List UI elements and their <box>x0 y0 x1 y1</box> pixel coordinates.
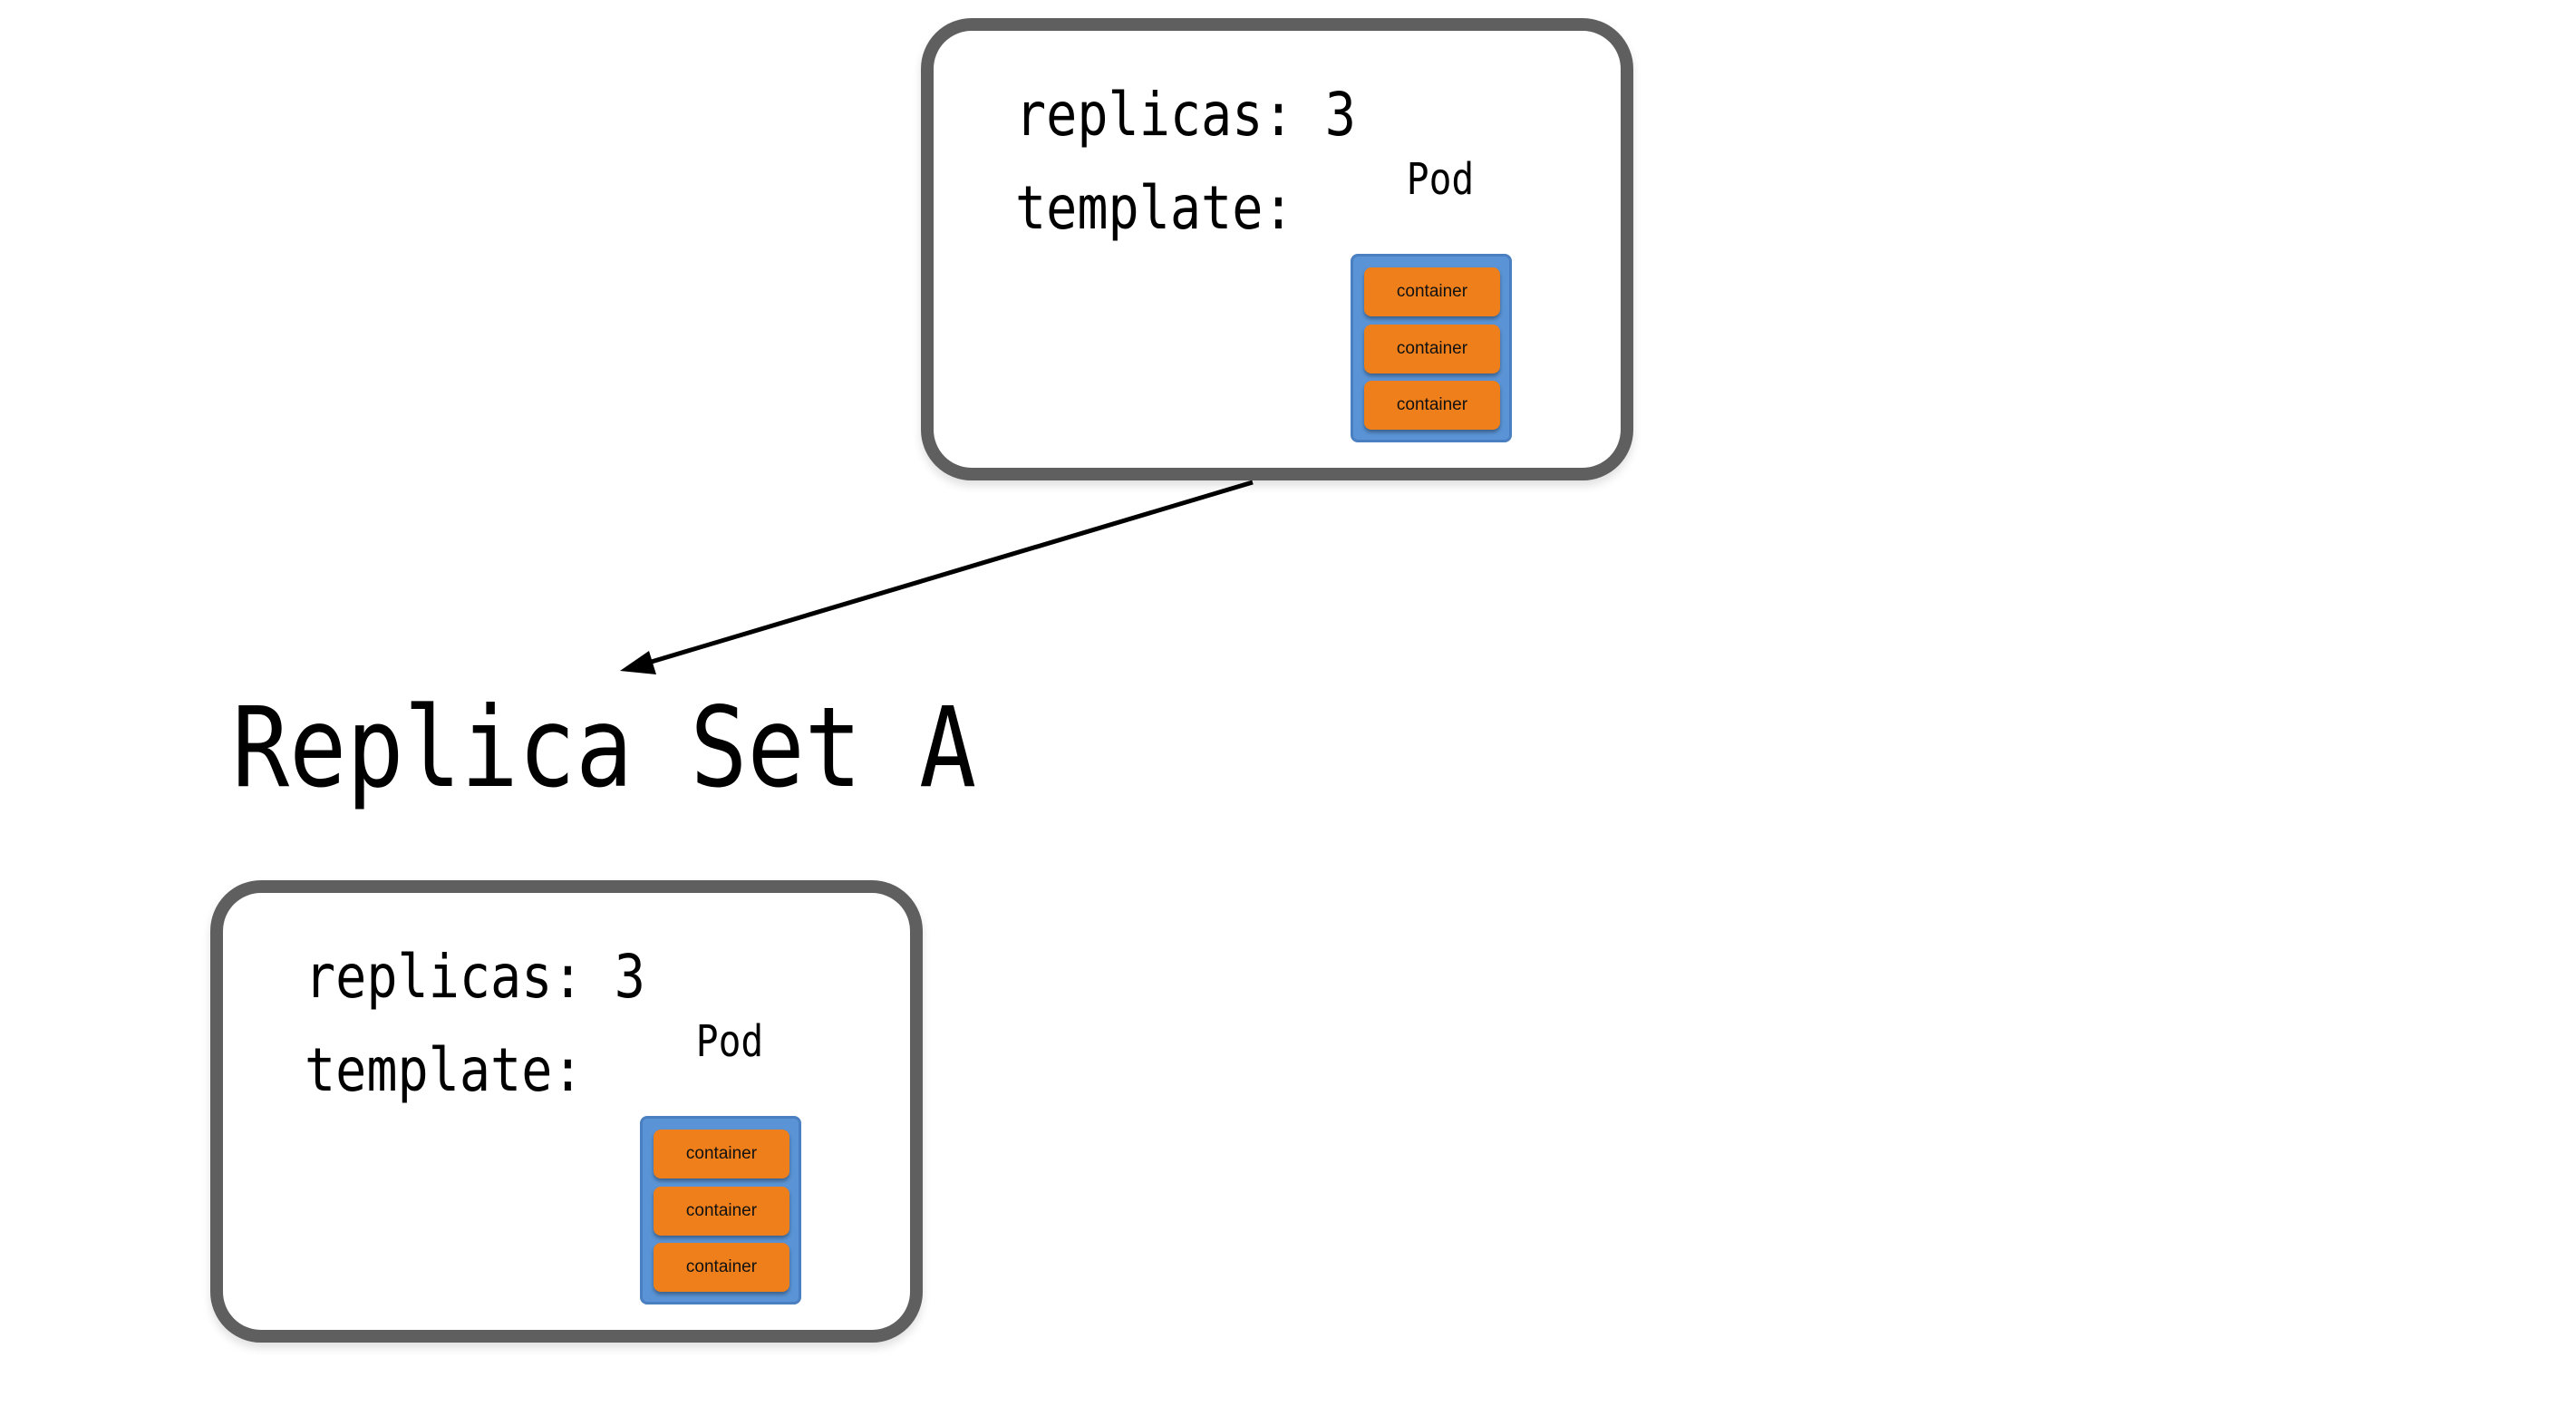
template-line: template: <box>1015 173 1294 243</box>
pod: container container container <box>640 1116 801 1304</box>
replica-set-spec-box: replicas: 3 template: Pod container cont… <box>210 880 923 1343</box>
arrow-line <box>644 480 1254 666</box>
arrow-head <box>620 651 656 674</box>
replica-set-title: Replica Set A <box>232 684 977 812</box>
pod: container container container <box>1351 254 1512 442</box>
replicas-line: replicas: 3 <box>1015 80 1356 150</box>
template-line: template: <box>305 1035 584 1105</box>
container-2: container <box>1364 325 1500 373</box>
container-3: container <box>654 1243 789 1292</box>
pod-label: Pod <box>695 1016 764 1067</box>
container-3: container <box>1364 381 1500 430</box>
pod-label: Pod <box>1406 154 1475 205</box>
deployment-spec-box: replicas: 3 template: Pod container cont… <box>921 18 1633 480</box>
container-1: container <box>1364 267 1500 316</box>
container-2: container <box>654 1187 789 1236</box>
container-1: container <box>654 1130 789 1178</box>
replicas-line: replicas: 3 <box>305 942 645 1012</box>
